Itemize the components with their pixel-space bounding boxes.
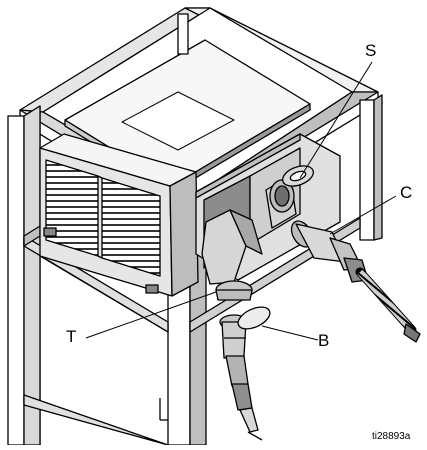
leader-s <box>299 61 373 179</box>
leader-b <box>261 325 319 341</box>
label-c: C <box>400 183 413 202</box>
leader-t <box>85 291 217 339</box>
vent-grille <box>45 159 161 277</box>
label-t: T <box>66 327 77 346</box>
plug-b <box>219 306 271 441</box>
label-b: B <box>318 331 330 350</box>
plug-s <box>265 165 314 229</box>
top-plate <box>64 39 311 193</box>
figure-id: ti28893a <box>372 431 411 442</box>
frame-posts <box>7 13 383 446</box>
cable-c <box>290 220 421 343</box>
leader-c <box>329 195 397 235</box>
leader-lines <box>85 61 397 341</box>
connector-t <box>201 209 263 301</box>
fan-box <box>39 133 199 297</box>
label-s: S <box>365 41 377 60</box>
